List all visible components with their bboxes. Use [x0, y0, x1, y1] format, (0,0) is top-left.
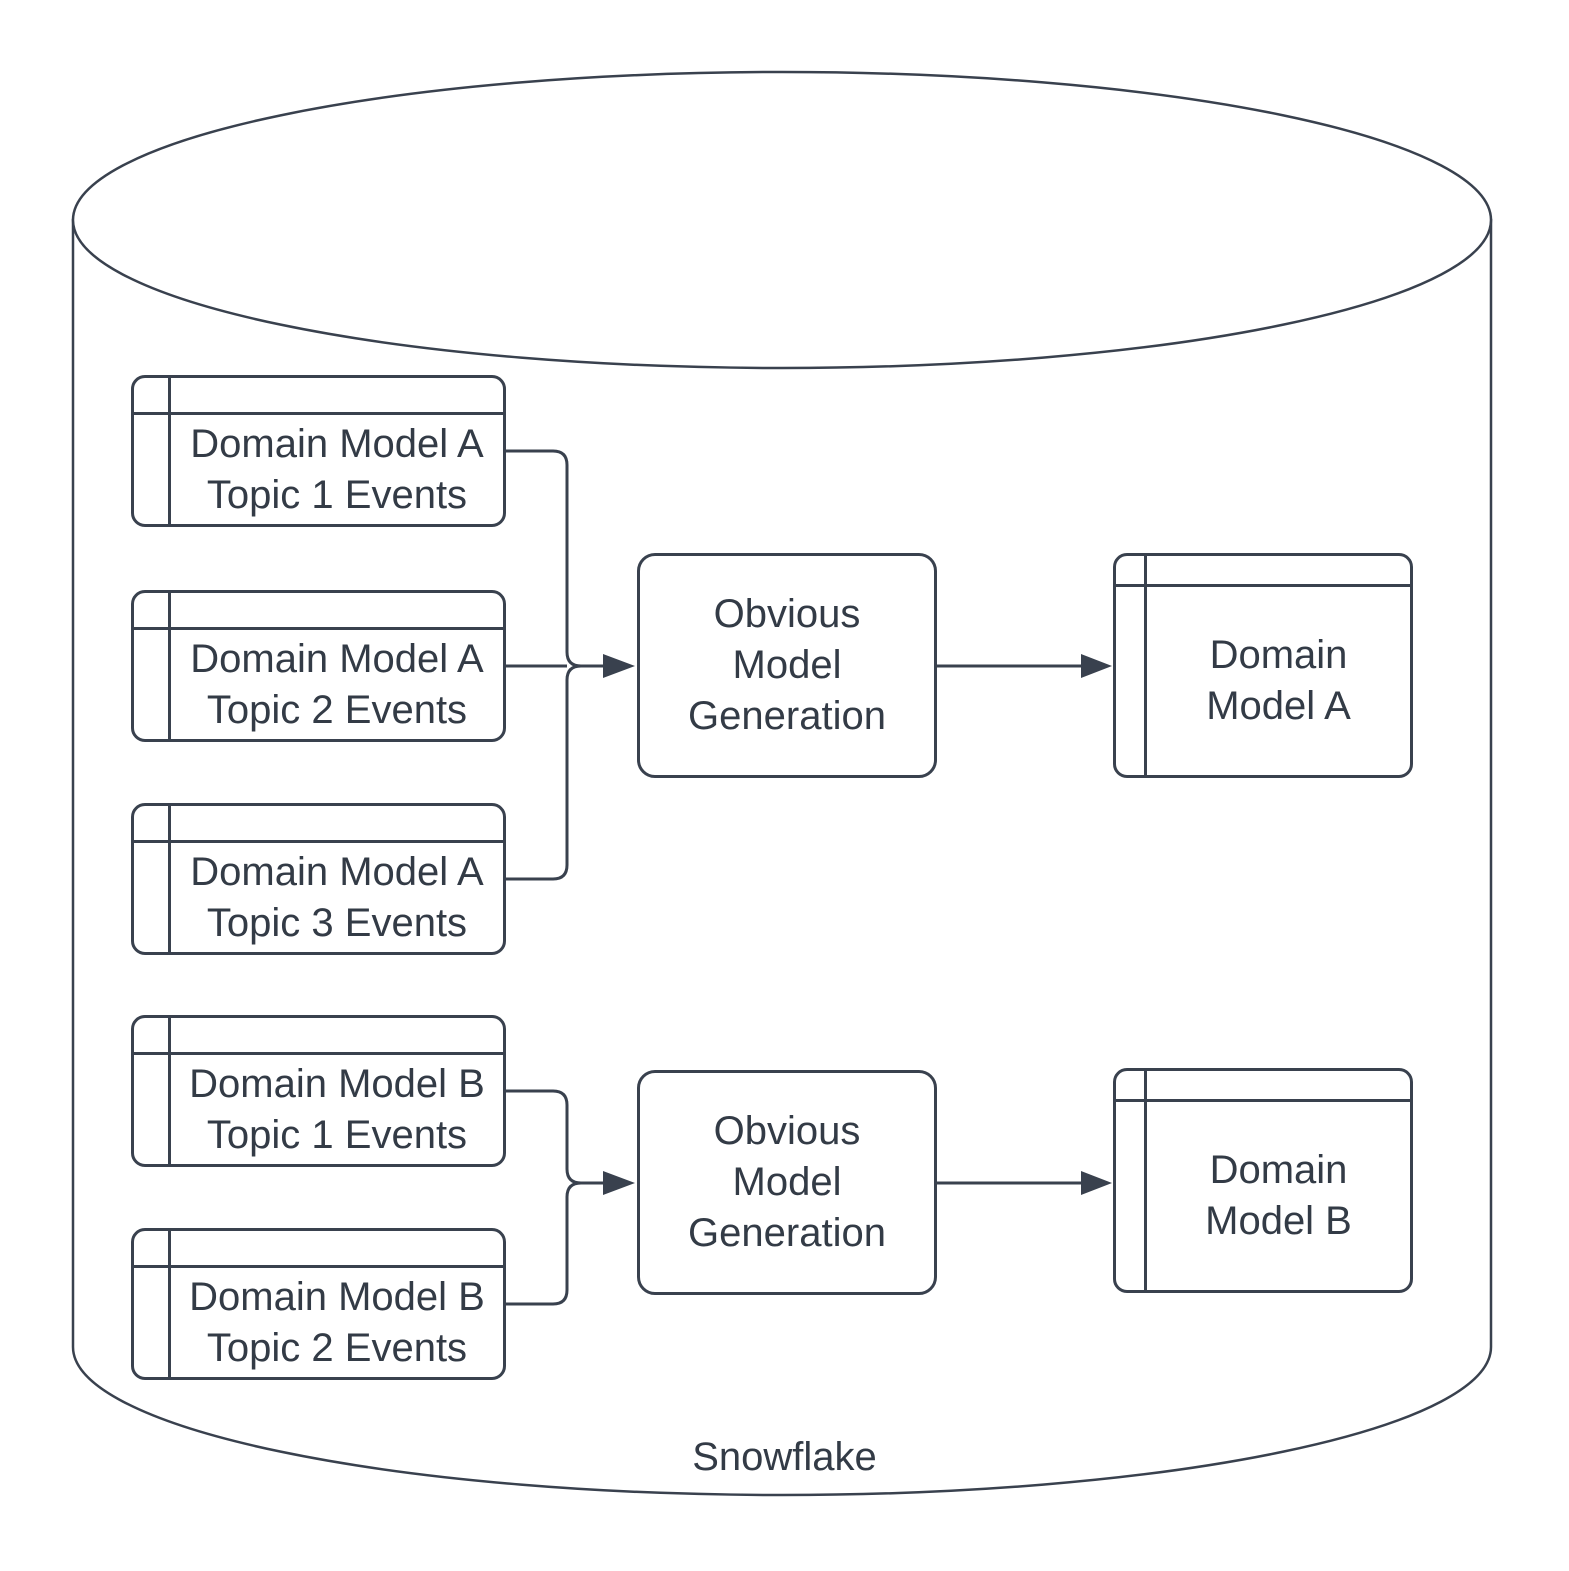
table-domain-model-b: Domain Model B	[1113, 1068, 1413, 1293]
table-label: Domain Model B	[1205, 1148, 1352, 1243]
process-obvious-model-generation-a: Obvious Model Generation	[637, 553, 937, 778]
table-label: Domain Model A	[1206, 633, 1351, 728]
table-column-divider	[1144, 1071, 1147, 1290]
table-domain-model-a-topic-1-events: Domain Model A Topic 1 Events	[131, 375, 506, 527]
connector-a-process-to-output	[937, 654, 1112, 678]
table-label: Domain Model A Topic 1 Events	[190, 421, 484, 517]
table-domain-model-a: Domain Model A	[1113, 553, 1413, 778]
table-column-divider	[1144, 556, 1147, 775]
table-header-divider	[134, 627, 503, 630]
table-header-divider	[134, 1052, 503, 1055]
arrowhead-b-into-process	[603, 1171, 635, 1195]
table-label: Domain Model A Topic 3 Events	[190, 849, 484, 945]
table-domain-model-a-topic-3-events: Domain Model A Topic 3 Events	[131, 803, 506, 955]
table-domain-model-b-topic-2-events: Domain Model B Topic 2 Events	[131, 1228, 506, 1380]
table-header-divider	[134, 1265, 503, 1268]
connector-a-topic3	[506, 664, 582, 881]
table-column-divider	[168, 1231, 171, 1377]
table-column-divider	[168, 806, 171, 952]
table-domain-model-a-topic-2-events: Domain Model A Topic 2 Events	[131, 590, 506, 742]
table-domain-model-b-topic-1-events: Domain Model B Topic 1 Events	[131, 1015, 506, 1167]
connector-b-topic2	[506, 1181, 582, 1306]
connector-group-b-merge	[506, 1089, 635, 1306]
table-header-divider	[134, 840, 503, 843]
process-obvious-model-generation-b: Obvious Model Generation	[637, 1070, 937, 1295]
cylinder-label: Snowflake	[692, 1435, 877, 1479]
arrowhead-a-into-process	[603, 654, 635, 678]
table-column-divider	[168, 378, 171, 524]
arrowhead-a-into-output	[1081, 654, 1112, 678]
table-label: Domain Model B Topic 2 Events	[189, 1274, 485, 1370]
connector-b-process-to-output	[937, 1171, 1112, 1195]
table-header-divider	[134, 412, 503, 415]
table-column-divider	[168, 1018, 171, 1164]
arrowhead-b-into-output	[1081, 1171, 1112, 1195]
table-column-divider	[168, 593, 171, 739]
cylinder-top-ellipse	[71, 70, 1493, 370]
table-label: Domain Model B Topic 1 Events	[189, 1061, 485, 1157]
table-header-divider	[1116, 1099, 1410, 1102]
connector-group-a-merge	[506, 449, 635, 881]
table-label: Domain Model A Topic 2 Events	[190, 636, 484, 732]
table-header-divider	[1116, 584, 1410, 587]
